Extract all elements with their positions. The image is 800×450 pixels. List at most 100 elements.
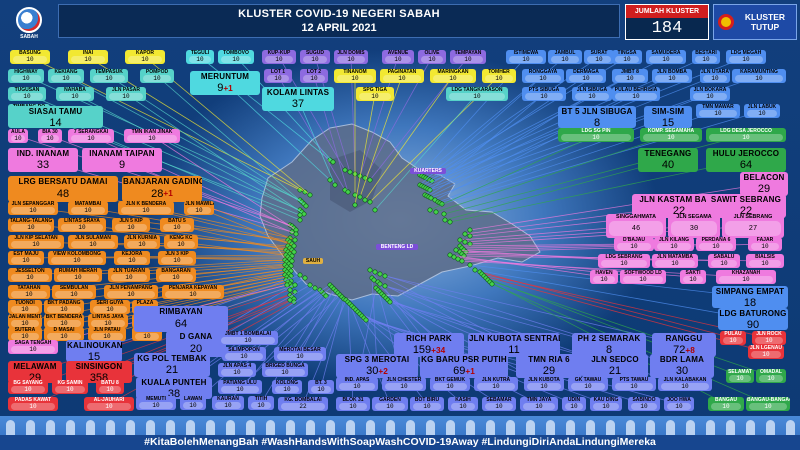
cluster-value: 22 xyxy=(281,403,325,410)
cluster-count: 10 xyxy=(29,346,37,353)
cluster-value: 10 xyxy=(13,56,47,63)
cluster-value: 10 xyxy=(11,207,55,214)
cluster-count: 10 xyxy=(173,257,181,264)
cluster-count: 10 xyxy=(398,75,406,82)
cluster-value: 10 xyxy=(165,291,221,298)
map-point-tomher xyxy=(367,199,373,205)
cluster-count: 29 xyxy=(28,372,42,383)
cluster-new-cases: +1 xyxy=(465,366,475,376)
cluster-name: OMADAL xyxy=(760,369,782,375)
cluster-count: 10 xyxy=(473,93,481,100)
cluster-count: 15 xyxy=(87,351,101,362)
cluster-value: 10 xyxy=(47,333,81,340)
cluster-count: 29 xyxy=(757,183,771,195)
cluster-value: 10 xyxy=(565,403,583,410)
cluster-name: TALANG-TALANG xyxy=(9,218,53,224)
cluster-value: 10 xyxy=(655,260,695,267)
cluster-count: 10 xyxy=(172,274,180,281)
cluster-name: TEGULI xyxy=(190,50,210,56)
map-point-pompod xyxy=(303,203,309,209)
cluster-count: 8 xyxy=(593,117,601,128)
cluster-name: BIALSIS xyxy=(755,254,775,260)
cluster-name: KOMP. SEGAMAHA xyxy=(647,128,695,134)
cluster-value: 8 xyxy=(561,117,633,128)
person-icon xyxy=(85,420,95,436)
cluster-name: 7 SERANGKAI xyxy=(73,129,109,135)
cluster-count: 10 xyxy=(224,402,232,409)
cluster-value: 10 xyxy=(551,56,579,63)
cluster-value: 10 xyxy=(375,403,405,410)
cluster-jalanmenteri: JALAN MENTERI10 xyxy=(8,314,42,328)
cluster-value: 10 xyxy=(719,276,773,283)
person-icon xyxy=(745,420,755,436)
cluster-value: 10 xyxy=(11,306,39,313)
map-point-melawam xyxy=(287,287,293,293)
cluster-name: SEMBULAN xyxy=(59,285,89,291)
map-point-tempayan xyxy=(367,177,373,183)
cluster-count: 48 xyxy=(56,187,70,200)
cluster-count: 10 xyxy=(26,274,34,281)
cluster-name: SEBAMAR xyxy=(486,397,512,403)
cluster-name: SINSINGON xyxy=(75,362,123,371)
cluster-value: 10 xyxy=(11,224,51,231)
cluster-name: BG SAYANG xyxy=(13,380,43,386)
cluster-count: 10 xyxy=(296,353,304,360)
cluster-name: KASIH xyxy=(455,397,471,403)
cluster-name: LOT 2 xyxy=(306,69,322,75)
cluster-name: D GANA xyxy=(179,332,213,341)
cluster-name: JALAN MENTERI xyxy=(9,314,42,320)
map-label-benteng: BENTENG LD xyxy=(376,244,418,250)
cluster-value: 10 xyxy=(51,257,103,264)
cluster-name: LDG MEGAH xyxy=(730,50,762,56)
cluster-value: 10 xyxy=(139,402,173,409)
cluster-value: 27 xyxy=(725,221,781,236)
cluster-count: 10 xyxy=(495,75,503,82)
link-jlntuaran xyxy=(128,263,290,276)
cluster-count: 10 xyxy=(570,403,578,410)
cluster-name: KUALA PUNTEH xyxy=(141,378,207,387)
map-point-jlnbokara xyxy=(428,195,434,201)
cluster-count: 10 xyxy=(394,56,402,63)
cluster-count: 10 xyxy=(46,135,54,142)
cluster-count: 10 xyxy=(141,56,149,63)
cluster-name: JLN PASAR xyxy=(112,87,140,93)
map-point-rimbayan xyxy=(297,272,303,278)
cluster-count: 10 xyxy=(742,134,750,141)
cluster-value: 64 xyxy=(137,317,225,330)
cluster-name: JLN SULAMAN xyxy=(75,235,111,241)
cluster-count: 10 xyxy=(62,75,70,82)
person-icon xyxy=(265,420,275,436)
cluster-count: 10 xyxy=(66,386,74,393)
link-spgtiga xyxy=(354,93,376,206)
cluster-name: SIM-SIM xyxy=(651,107,685,116)
link-jmbt1bombalai xyxy=(247,284,331,339)
person-icon xyxy=(645,420,655,436)
map-point-khazanah xyxy=(459,258,465,264)
link-kengkc xyxy=(180,241,293,257)
person-icon xyxy=(25,420,35,436)
cluster-value: 10 xyxy=(167,241,195,248)
cluster-name: PH 2 SEMARAK xyxy=(577,334,641,343)
person-icon xyxy=(665,420,675,436)
cluster-name: LDG SEBRANG xyxy=(605,254,643,260)
cluster-count: 10 xyxy=(275,56,283,63)
person-icon xyxy=(465,420,475,436)
